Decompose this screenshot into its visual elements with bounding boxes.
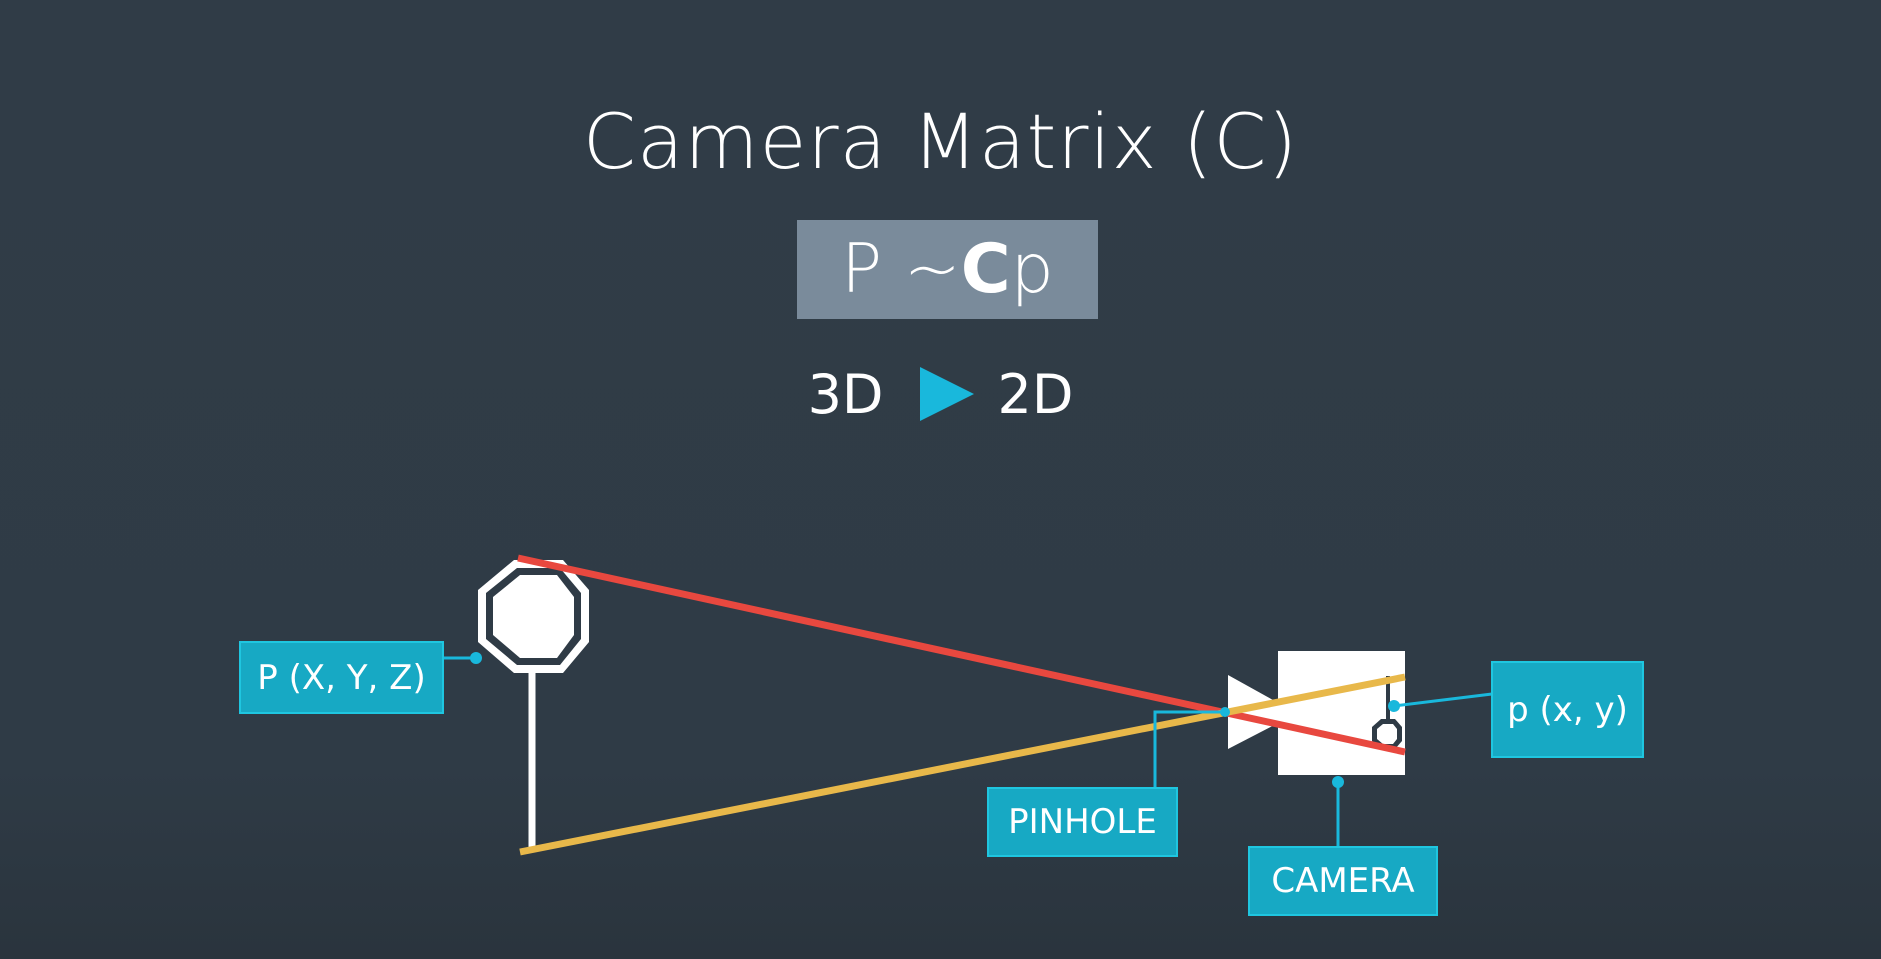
formula-matrix-symbol: C bbox=[960, 230, 1011, 309]
pinhole-dot bbox=[1220, 707, 1230, 717]
formula-lhs: P ~ bbox=[841, 230, 961, 309]
top-ray bbox=[517, 554, 1406, 756]
slide-title: Camera Matrix (C) bbox=[582, 97, 1299, 186]
image-point-label: p (x, y) bbox=[1491, 661, 1644, 758]
image-point-dot bbox=[1388, 700, 1400, 712]
dimension-from: 3D bbox=[807, 362, 884, 426]
world-point-dot bbox=[470, 652, 482, 664]
camera-label: CAMERA bbox=[1248, 846, 1438, 916]
play-arrow-icon bbox=[919, 367, 974, 421]
world-point-label: P (X, Y, Z) bbox=[239, 641, 444, 714]
pinhole-leader bbox=[1153, 710, 1225, 787]
camera-dot bbox=[1332, 776, 1344, 788]
image-point-leader bbox=[1393, 692, 1493, 708]
dimension-mapping: 3D 2D bbox=[0, 354, 1881, 434]
camera-body-icon bbox=[1278, 651, 1405, 775]
dimension-to: 2D bbox=[997, 362, 1074, 426]
formula-rhs: p bbox=[1010, 230, 1054, 309]
stop-sign-face bbox=[493, 575, 574, 658]
camera-lens-icon bbox=[1228, 675, 1282, 749]
pinhole-label: PINHOLE bbox=[987, 787, 1178, 857]
bottom-ray bbox=[519, 673, 1406, 856]
projected-sign-face bbox=[1377, 724, 1397, 744]
